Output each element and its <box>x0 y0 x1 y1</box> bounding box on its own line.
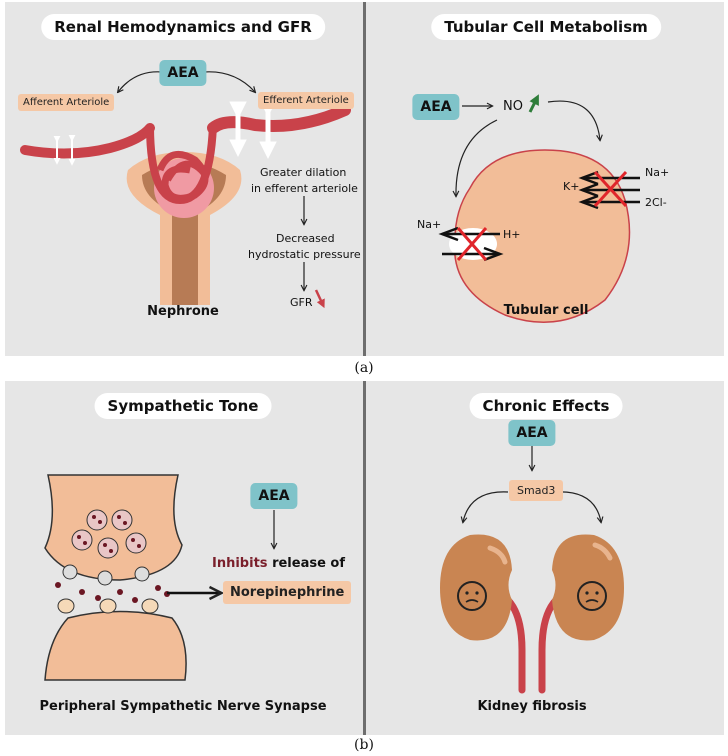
ion-na-right: Na+ <box>645 166 670 179</box>
aea-to-afferent-arrow <box>118 71 163 92</box>
inhibits-word: Inhibits <box>212 556 268 571</box>
panel-label-a: (a) <box>354 360 374 376</box>
caption-kidney-fibrosis: Kidney fibrosis <box>477 699 587 714</box>
divider-top <box>363 2 366 356</box>
label-afferent-arteriole: Afferent Arteriole <box>18 94 115 111</box>
panel-label-b: (b) <box>354 737 374 753</box>
nephron-illustration <box>20 104 351 305</box>
vesicles <box>71 509 147 559</box>
ion-na-left: Na+ <box>417 218 442 231</box>
label-norepinephrine: Norepinephrine <box>223 581 352 604</box>
left-kidney <box>440 534 512 641</box>
ureters <box>504 596 560 694</box>
nkcc-transporter <box>578 170 640 210</box>
title-tubular: Tubular Cell Metabolism <box>431 14 661 40</box>
no-to-symporter-arrow <box>547 100 600 140</box>
inhibits-line: Inhibits release of <box>212 556 345 571</box>
nhe-transporter <box>438 226 504 262</box>
smad3-to-left-kidney-arrow <box>463 491 509 522</box>
step1-line2: in efferent arteriole <box>251 182 358 195</box>
aea-badge-renal: AEA <box>159 60 207 86</box>
title-renal: Renal Hemodynamics and GFR <box>41 14 325 40</box>
title-chronic: Chronic Effects <box>469 393 623 419</box>
receptors <box>57 598 159 614</box>
aea-badge-sympathetic: AEA <box>250 483 298 509</box>
caption-synapse: Peripheral Sympathetic Nerve Synapse <box>39 699 327 714</box>
ion-k: K+ <box>563 180 580 193</box>
step2-line1: Decreased <box>276 232 335 245</box>
divider-bottom <box>363 381 366 735</box>
ion-cl: 2Cl- <box>645 196 667 209</box>
gfr-down-arrow <box>314 289 325 309</box>
no-to-antiporter-arrow <box>456 119 498 196</box>
label-smad3: Smad3 <box>509 480 564 501</box>
no-up-arrow <box>528 94 539 113</box>
aea-to-efferent-arrow <box>203 71 255 92</box>
dilation-arrows-afferent <box>53 134 76 166</box>
right-kidney <box>552 534 624 641</box>
step2-line2: hydrostatic pressure <box>248 248 361 261</box>
cleft-vesicles <box>55 564 170 603</box>
caption-tubular-cell: Tubular cell <box>503 303 589 318</box>
ion-h: H+ <box>503 228 521 241</box>
dilation-arrows-efferent <box>229 99 277 159</box>
step1-line1: Greater dilation <box>260 166 347 179</box>
aea-badge-tubular: AEA <box>412 94 460 120</box>
caption-nephrone: Nephrone <box>147 304 219 319</box>
title-sympathetic: Sympathetic Tone <box>94 393 272 419</box>
release-of: release of <box>272 556 346 571</box>
gfr-label: GFR <box>290 296 313 309</box>
label-efferent-arteriole: Efferent Arteriole <box>258 92 354 109</box>
no-label: NO <box>503 99 523 114</box>
aea-badge-chronic: AEA <box>508 420 556 446</box>
synapse-illustration <box>44 474 187 681</box>
